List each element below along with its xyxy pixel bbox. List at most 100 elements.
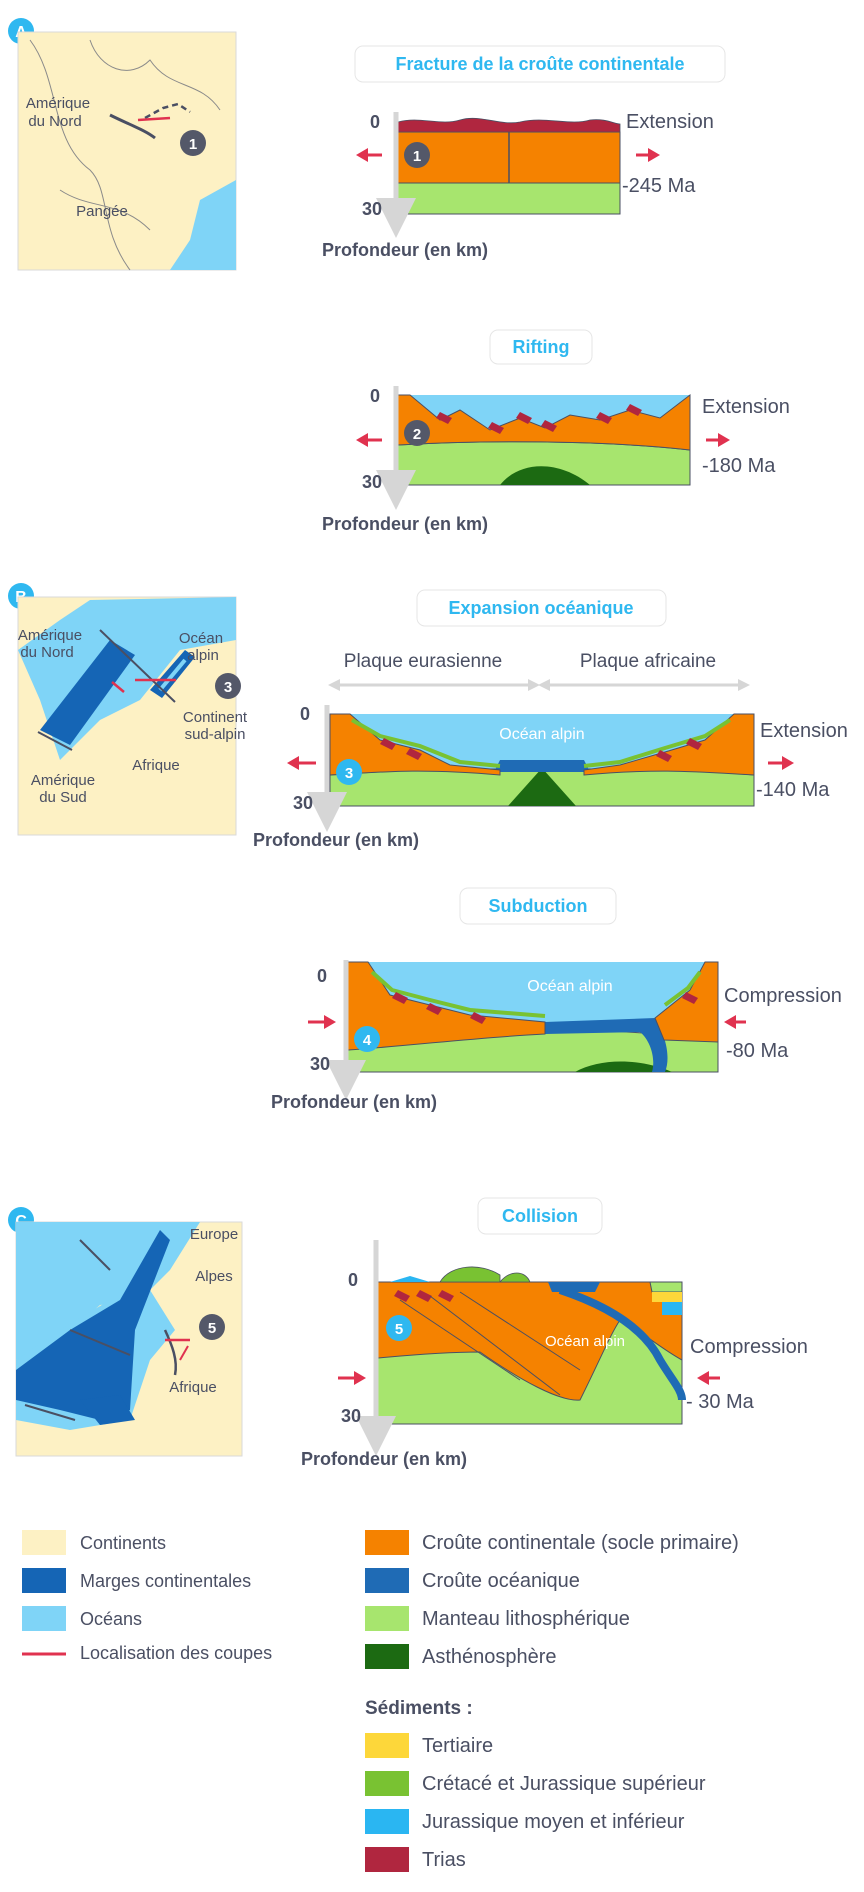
stage-2-trias <box>436 404 642 434</box>
stage-5-cretaceous <box>439 1266 501 1283</box>
stage-1-badge <box>404 142 430 168</box>
stage-2-force: Extension <box>702 396 790 418</box>
stage-2-badge <box>404 420 430 446</box>
map-b-label-2: Océan <box>179 630 223 647</box>
section-c: C Europe Alpes Afrique 5 Collision <box>8 1197 808 1469</box>
stage-5-top: 0 <box>348 1270 358 1290</box>
map-c-margin <box>16 1230 170 1420</box>
legend-label-asthenosphere: Asthénosphère <box>422 1646 557 1668</box>
stage-1-title-box <box>354 45 726 83</box>
legend-label-sections: Localisation des coupes <box>80 1643 272 1663</box>
stage-2-title: Rifting <box>513 337 570 357</box>
svg-text:4: 4 <box>363 1032 372 1049</box>
legend-label-tertiary: Tertiaire <box>422 1735 493 1757</box>
stage-1-mantle <box>397 182 621 215</box>
stage-4-trias <box>392 992 698 1024</box>
stage-1-depth-label: Profondeur (en km) <box>322 240 488 260</box>
map-a: Amérique du Nord Pangée 1 <box>17 31 237 271</box>
stage-5-trias <box>394 1290 454 1302</box>
stage-3-crust-right <box>583 713 755 776</box>
map-c: Europe Alpes Afrique 5 <box>15 1221 243 1457</box>
stage-2-depth-label: Profondeur (en km) <box>322 514 488 534</box>
legend-label-oceans: Océans <box>80 1609 142 1629</box>
stage-5-ocean-label: Océan alpin <box>545 1333 625 1350</box>
stage-4-bottom: 30 <box>310 1054 330 1074</box>
legend-right: Croûte continentale (socle primaire) Cro… <box>365 1530 739 1872</box>
stage-2-top: 0 <box>370 386 380 406</box>
map-c-marker <box>199 1314 225 1340</box>
stage-2-asthenosphere <box>500 466 590 485</box>
map-b-margin-1 <box>40 640 135 745</box>
legend-swatch-trias <box>365 1847 409 1872</box>
stage-4-title: Subduction <box>489 896 588 916</box>
stage-3-title-box <box>416 589 667 627</box>
map-c-label-1: Alpes <box>195 1268 233 1285</box>
map-b: Amérique du Nord Océan alpin Continent s… <box>17 596 248 836</box>
legend-left: Continents Marges continentales Océans L… <box>22 1530 272 1663</box>
map-c-label-0: Europe <box>190 1226 238 1243</box>
stage-1-age: -245 Ma <box>622 175 696 197</box>
legend-label-continental-crust: Croûte continentale (socle primaire) <box>422 1532 739 1554</box>
stage-5: Collision Océan alpin 0 30 Profondeur (e… <box>301 1197 808 1469</box>
stage-4-top: 0 <box>317 966 327 986</box>
stage-5-oceanic-crust <box>558 1286 686 1401</box>
map-a-label-america1: Amérique <box>26 95 90 112</box>
stage-3-asthenosphere <box>508 768 576 806</box>
legend-swatch-cretaceous <box>365 1771 409 1796</box>
stage-4-age: -80 Ma <box>726 1040 789 1062</box>
svg-text:3: 3 <box>345 765 353 782</box>
stage-5-age: - 30 Ma <box>686 1391 755 1413</box>
stage-4-depth-label: Profondeur (en km) <box>271 1092 437 1112</box>
stage-3: Expansion océanique Plaque eurasienne Pl… <box>253 589 848 850</box>
stage-3-plate-right: Plaque africaine <box>580 651 716 672</box>
stage-1-title: Fracture de la croûte continentale <box>395 54 684 74</box>
stage-1: Fracture de la croûte continentale 0 30 … <box>322 45 726 260</box>
stage-2: Rifting 0 30 Profondeur (en km) 2 Extens… <box>322 329 790 534</box>
legend-swatch-mantle <box>365 1606 409 1631</box>
svg-text:1: 1 <box>189 136 197 153</box>
stage-1-trias <box>397 117 621 133</box>
map-b-marker <box>215 673 241 699</box>
stage-3-title: Expansion océanique <box>448 598 633 618</box>
stage-4: Subduction Océan alpin 0 30 Profondeur (… <box>271 887 842 1112</box>
stage-2-title-box <box>489 329 593 365</box>
svg-text:5: 5 <box>208 1320 216 1337</box>
legend-label-continents: Continents <box>80 1533 166 1553</box>
stage-4-crust-right <box>654 961 719 1043</box>
legend-swatch-jurassic <box>365 1809 409 1834</box>
legend-swatch-asthenosphere <box>365 1644 409 1669</box>
stage-5-tertiary <box>652 1292 682 1302</box>
stage-1-force: Extension <box>626 111 714 133</box>
stage-3-force: Extension <box>760 720 848 742</box>
map-a-ocean <box>170 180 236 270</box>
stage-4-asthenosphere <box>575 1061 672 1072</box>
stage-4-force: Compression <box>724 985 842 1007</box>
legend-label-trias: Trias <box>422 1849 466 1871</box>
legend-label-mantle: Manteau lithosphérique <box>422 1608 630 1630</box>
stage-5-title: Collision <box>502 1206 578 1226</box>
svg-text:1: 1 <box>413 148 421 165</box>
stage-2-bottom: 30 <box>362 472 382 492</box>
stage-3-plate-left: Plaque eurasienne <box>344 651 502 672</box>
stage-3-oceanic-crust <box>494 760 590 772</box>
legend: Continents Marges continentales Océans L… <box>22 1530 739 1872</box>
section-a: A Amérique du Nord Pangée 1 Fracture de … <box>8 18 790 534</box>
stage-4-badge <box>354 1026 380 1052</box>
legend-swatch-oceanic-crust <box>365 1568 409 1593</box>
legend-label-cretaceous: Crétacé et Jurassique supérieur <box>422 1773 706 1795</box>
stage-3-trias <box>380 738 702 762</box>
map-a-label-america2: du Nord <box>28 113 81 130</box>
stage-5-force: Compression <box>690 1336 808 1358</box>
stage-5-title-box <box>477 1197 603 1235</box>
stage-4-oceanic-crust <box>545 1018 668 1072</box>
legend-sediments-heading: Sédiments : <box>365 1698 473 1719</box>
legend-label-oceanic-crust: Croûte océanique <box>422 1570 580 1592</box>
legend-swatch-margins <box>22 1568 66 1593</box>
svg-text:3: 3 <box>224 679 232 696</box>
map-b-label-6: Afrique <box>132 757 180 774</box>
stage-1-bottom: 30 <box>362 199 382 219</box>
map-c-label-2: Afrique <box>169 1379 217 1396</box>
stage-3-ocean-label: Océan alpin <box>499 726 584 743</box>
map-b-label-8: du Sud <box>39 789 87 806</box>
